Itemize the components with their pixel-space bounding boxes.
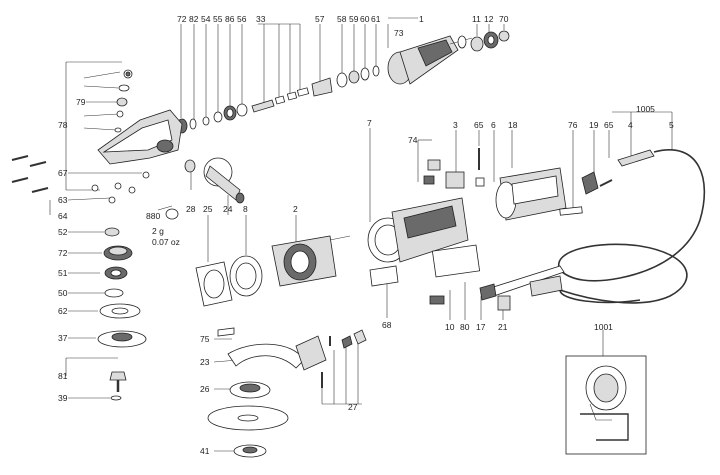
label-17: 17 — [476, 322, 486, 332]
label-56: 56 — [237, 14, 247, 24]
label-79: 79 — [76, 97, 86, 107]
label-63: 63 — [58, 195, 68, 205]
label-41: 41 — [200, 446, 210, 456]
label-67: 67 — [58, 168, 68, 178]
label-33: 33 — [256, 14, 266, 24]
stator-part — [271, 235, 351, 287]
label-65: 65 — [474, 120, 484, 130]
motor-housing-part — [367, 197, 469, 263]
label-7: 7 — [367, 118, 372, 128]
label-86: 86 — [225, 14, 235, 24]
label-25: 25 — [203, 204, 213, 214]
label-21: 21 — [498, 322, 508, 332]
label-12: 12 — [484, 14, 494, 24]
label-28: 28 — [186, 204, 196, 214]
label-81: 81 — [58, 371, 68, 381]
inset-detail-1001 — [565, 355, 647, 455]
label-1001: 1001 — [594, 322, 613, 332]
label-10: 10 — [445, 322, 455, 332]
label-54: 54 — [201, 14, 211, 24]
label-59: 59 — [349, 14, 359, 24]
label-27: 27 — [348, 402, 358, 412]
label-78: 78 — [58, 120, 68, 130]
leader-lines — [49, 17, 673, 452]
part-shapes — [11, 30, 706, 458]
label-880: 880 — [146, 211, 160, 221]
label-82: 82 — [189, 14, 199, 24]
label-64: 64 — [58, 211, 68, 221]
label-8: 8 — [243, 204, 248, 214]
label-61: 61 — [371, 14, 381, 24]
label-37: 37 — [58, 333, 68, 343]
label-60: 60 — [360, 14, 370, 24]
label-39: 39 — [58, 393, 68, 403]
label-72: 72 — [177, 14, 187, 24]
label-18: 18 — [508, 120, 518, 130]
label-65-b: 65 — [604, 120, 614, 130]
side-handle-part — [203, 157, 245, 204]
label-19: 19 — [589, 120, 599, 130]
label-23: 23 — [200, 357, 210, 367]
screws-left — [11, 155, 150, 204]
label-74: 74 — [408, 135, 418, 145]
label-4: 4 — [628, 120, 633, 130]
grease-amount: 2 g — [152, 226, 164, 236]
label-3: 3 — [453, 120, 458, 130]
part-labels: 72 82 54 55 86 56 33 57 58 59 60 61 1 73… — [58, 14, 674, 456]
gear-wheel-part — [103, 245, 133, 261]
label-76: 76 — [568, 120, 578, 130]
wheel-guard-part — [207, 327, 367, 458]
label-11: 11 — [472, 14, 481, 24]
label-58: 58 — [337, 14, 347, 24]
armature-part — [387, 30, 510, 85]
label-68: 68 — [382, 320, 392, 330]
label-5: 5 — [669, 120, 674, 130]
label-62: 62 — [58, 306, 68, 316]
gear-head-part — [97, 69, 183, 165]
label-80: 80 — [460, 322, 470, 332]
grease-amount-oz: 0.07 oz — [152, 237, 180, 247]
label-1005: 1005 — [636, 104, 655, 114]
label-73: 73 — [394, 28, 404, 38]
label-1: 1 — [419, 14, 424, 24]
label-51: 51 — [58, 268, 68, 278]
label-57: 57 — [315, 14, 325, 24]
label-2: 2 — [293, 204, 298, 214]
label-55: 55 — [213, 14, 223, 24]
label-52: 52 — [58, 227, 68, 237]
label-24: 24 — [223, 204, 233, 214]
label-50: 50 — [58, 288, 68, 298]
label-75: 75 — [200, 334, 210, 344]
handle-housing-part — [495, 167, 567, 221]
label-70: 70 — [499, 14, 509, 24]
power-cable-part — [557, 149, 706, 304]
label-72-b: 72 — [58, 248, 68, 258]
label-26: 26 — [200, 384, 210, 394]
label-6: 6 — [491, 120, 496, 130]
